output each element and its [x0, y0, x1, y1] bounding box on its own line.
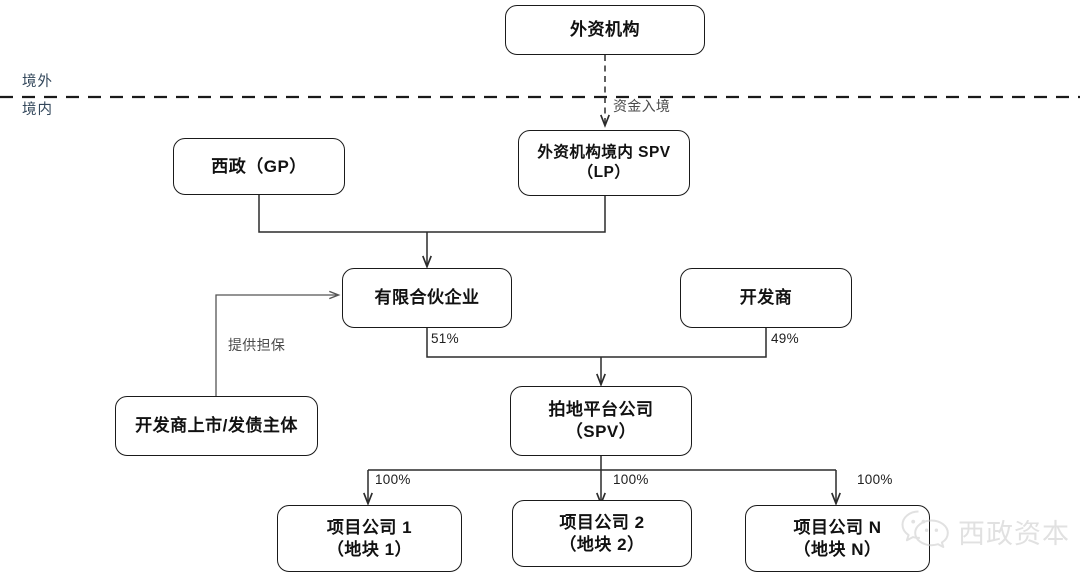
edge-label-100-percent-1: 100%: [375, 472, 411, 487]
node-project-company-n[interactable]: 项目公司 N （地块 N）: [745, 505, 930, 572]
node-limited-partnership[interactable]: 有限合伙企业: [342, 268, 512, 328]
edge-label-capital-inbound: 资金入境: [613, 98, 671, 114]
edge-label-100-percent-2: 100%: [613, 472, 649, 487]
node-project-company-1[interactable]: 项目公司 1 （地块 1）: [277, 505, 462, 572]
edge-label-49-percent: 49%: [771, 331, 799, 346]
node-project-company-n-line1: 项目公司 N: [793, 517, 882, 537]
node-developer-listed-bond-issuer[interactable]: 开发商上市/发债主体: [115, 396, 318, 456]
node-land-bidding-platform-line1: 拍地平台公司: [548, 400, 654, 420]
node-domestic-spv-lp-line1: 外资机构境内 SPV: [537, 144, 671, 162]
edge-label-provide-guarantee: 提供担保: [228, 337, 286, 353]
node-project-company-n-line2: （地块 N）: [793, 539, 882, 559]
node-domestic-spv-lp-line2: （LP）: [577, 164, 631, 181]
region-label-offshore: 境外: [22, 74, 53, 90]
node-project-company-2-line1: 项目公司 2: [559, 512, 645, 532]
node-developer-listed-bond-issuer-line1: 开发商上市/发债主体: [135, 416, 298, 436]
edge-49-percent: [601, 328, 767, 358]
node-land-bidding-platform-line2: （SPV）: [565, 422, 637, 441]
node-developer[interactable]: 开发商: [680, 268, 852, 328]
node-land-bidding-platform[interactable]: 拍地平台公司 （SPV）: [510, 386, 692, 456]
node-xizheng-gp-line1: 西政（GP）: [211, 156, 307, 176]
node-domestic-spv-lp[interactable]: 外资机构境内 SPV （LP）: [518, 130, 690, 196]
watermark-brand: 西政资本: [958, 518, 1070, 550]
edge-label-100-percent-n: 100%: [857, 472, 893, 487]
edge-label-51-percent: 51%: [431, 331, 459, 346]
node-foreign-institution-line1: 外资机构: [570, 20, 640, 40]
node-project-company-2[interactable]: 项目公司 2 （地块 2）: [512, 500, 692, 567]
region-label-onshore: 境内: [22, 102, 53, 118]
node-project-company-2-line2: （地块 2）: [559, 534, 645, 554]
node-project-company-1-line2: （地块 1）: [326, 539, 413, 559]
node-foreign-institution[interactable]: 外资机构: [505, 5, 705, 55]
node-developer-line1: 开发商: [739, 288, 793, 308]
node-limited-partnership-line1: 有限合伙企业: [374, 288, 480, 308]
node-project-company-1-line1: 项目公司 1: [326, 517, 413, 537]
node-xizheng-gp[interactable]: 西政（GP）: [173, 138, 345, 195]
edge-gp-to-lp-merge: [258, 195, 606, 233]
